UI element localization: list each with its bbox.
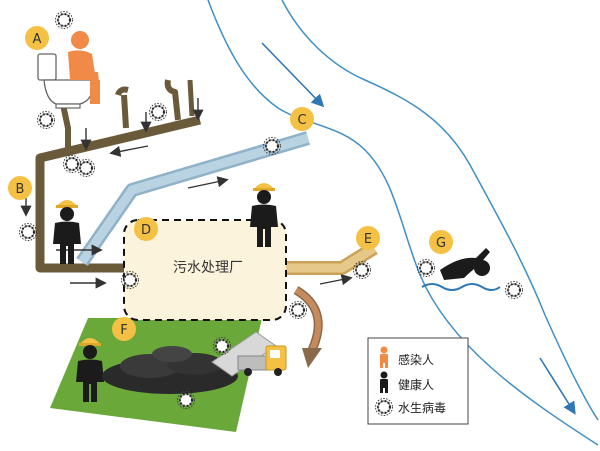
label-C: C bbox=[290, 107, 314, 131]
svg-text:E: E bbox=[364, 232, 372, 247]
sludge-pile bbox=[102, 346, 238, 394]
legend-infected-person-icon bbox=[380, 346, 388, 368]
clean-pipe bbox=[76, 131, 310, 266]
sewage-pipe bbox=[35, 79, 202, 273]
svg-text:C: C bbox=[297, 113, 306, 128]
legend-virus: 水生病毒 bbox=[398, 400, 446, 415]
label-F: F bbox=[112, 317, 136, 341]
plant-label: 污水处理厂 bbox=[173, 260, 243, 276]
legend-healthy: 健康人 bbox=[398, 377, 434, 392]
label-A: A bbox=[25, 26, 49, 50]
outflow-pipe bbox=[286, 242, 378, 275]
label-E: E bbox=[356, 226, 380, 250]
legend: 感染人 健康人 水生病毒 bbox=[367, 337, 469, 425]
svg-text:A: A bbox=[33, 32, 42, 47]
river-flow-arrow bbox=[261, 42, 325, 108]
svg-text:B: B bbox=[16, 182, 25, 197]
label-B: B bbox=[8, 176, 32, 200]
flow-arrows bbox=[20, 98, 353, 289]
truck-icon bbox=[211, 331, 287, 377]
sewage-treatment-plant: 污水处理厂 bbox=[123, 219, 287, 321]
sludge-arrow bbox=[293, 286, 323, 368]
svg-text:D: D bbox=[141, 223, 151, 238]
svg-text:G: G bbox=[436, 236, 446, 251]
legend-healthy-person-icon bbox=[380, 371, 388, 393]
swimmer-icon bbox=[421, 248, 501, 291]
river-flow-arrow bbox=[539, 357, 576, 415]
river bbox=[207, 0, 599, 446]
legend-infected: 感染人 bbox=[398, 352, 434, 367]
infected-person bbox=[68, 31, 100, 104]
label-G: G bbox=[429, 230, 453, 254]
label-D: D bbox=[134, 217, 158, 241]
worker-person-icon bbox=[53, 200, 81, 264]
svg-text:F: F bbox=[120, 323, 127, 338]
